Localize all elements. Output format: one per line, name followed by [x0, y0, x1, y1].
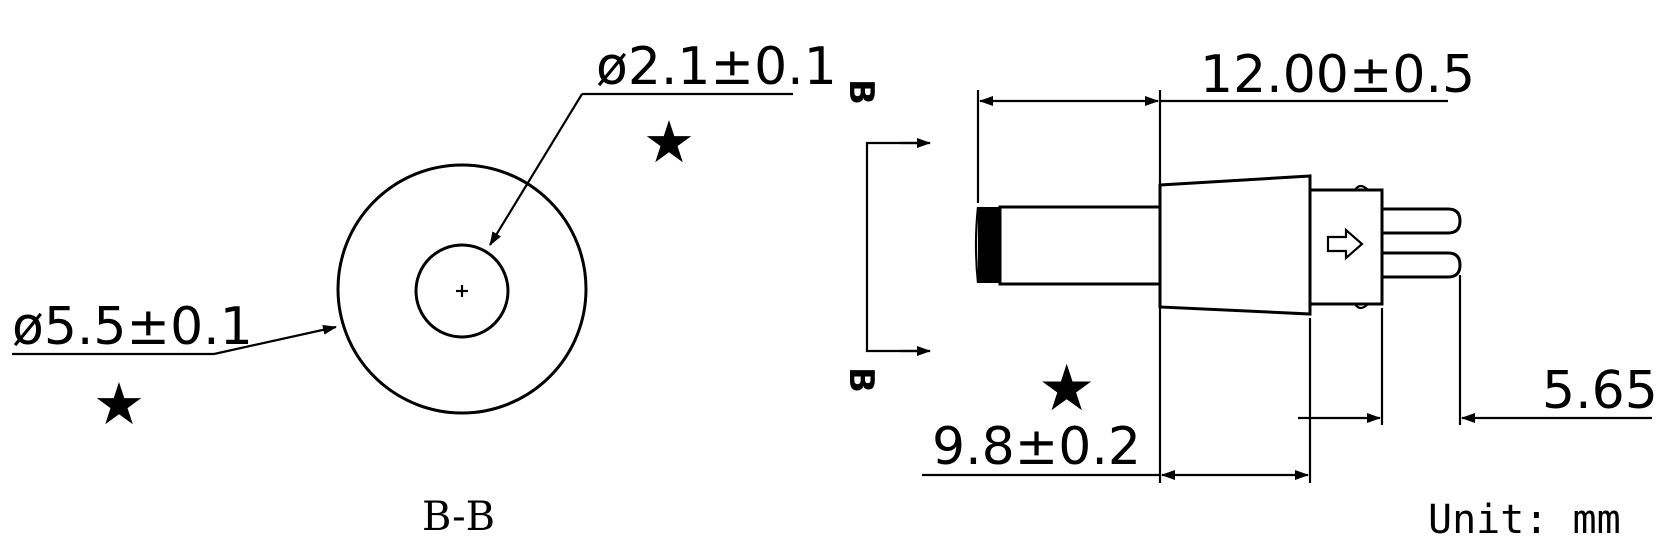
cut-marker-bottom-label: B	[841, 367, 881, 393]
rear-housing	[1308, 188, 1384, 306]
cut-marker-top-label: B	[841, 79, 881, 105]
inner-diameter-label: ø2.1±0.1	[596, 37, 837, 97]
section-view-b-b: ø2.1±0.1 ★ ø5.5±0.1 ★ B-B	[12, 37, 837, 540]
section-view-title: B-B	[422, 494, 495, 540]
outer-diameter-label: ø5.5±0.1	[12, 297, 253, 357]
section-cut-marker: B B	[841, 79, 931, 393]
body-length-label: 9.8±0.2	[932, 417, 1141, 477]
inner-circle	[414, 243, 510, 339]
extension-lines	[976, 90, 1462, 483]
outer-diameter-leader	[12, 324, 337, 356]
side-view: 12.00±0.5 9.8±0.2 ★ 5.65	[922, 45, 1658, 483]
plunger-shaft	[998, 205, 1162, 286]
center-mark	[456, 285, 468, 297]
body-length-star-icon: ★	[1038, 352, 1095, 426]
pin-offset-label: 5.65	[1542, 361, 1658, 421]
outer-circle	[336, 163, 588, 415]
inner-diameter-star-icon: ★	[643, 108, 695, 176]
direction-arrow-icon	[1326, 227, 1364, 261]
overall-length-label: 12.00±0.5	[1200, 45, 1475, 105]
inner-diameter-leader	[489, 92, 793, 246]
terminal-pins	[1382, 207, 1462, 279]
outer-diameter-star-icon: ★	[93, 370, 145, 438]
switch-body	[1158, 174, 1312, 316]
plunger-tip	[974, 206, 1000, 284]
units-note: Unit: mm	[1428, 497, 1621, 543]
